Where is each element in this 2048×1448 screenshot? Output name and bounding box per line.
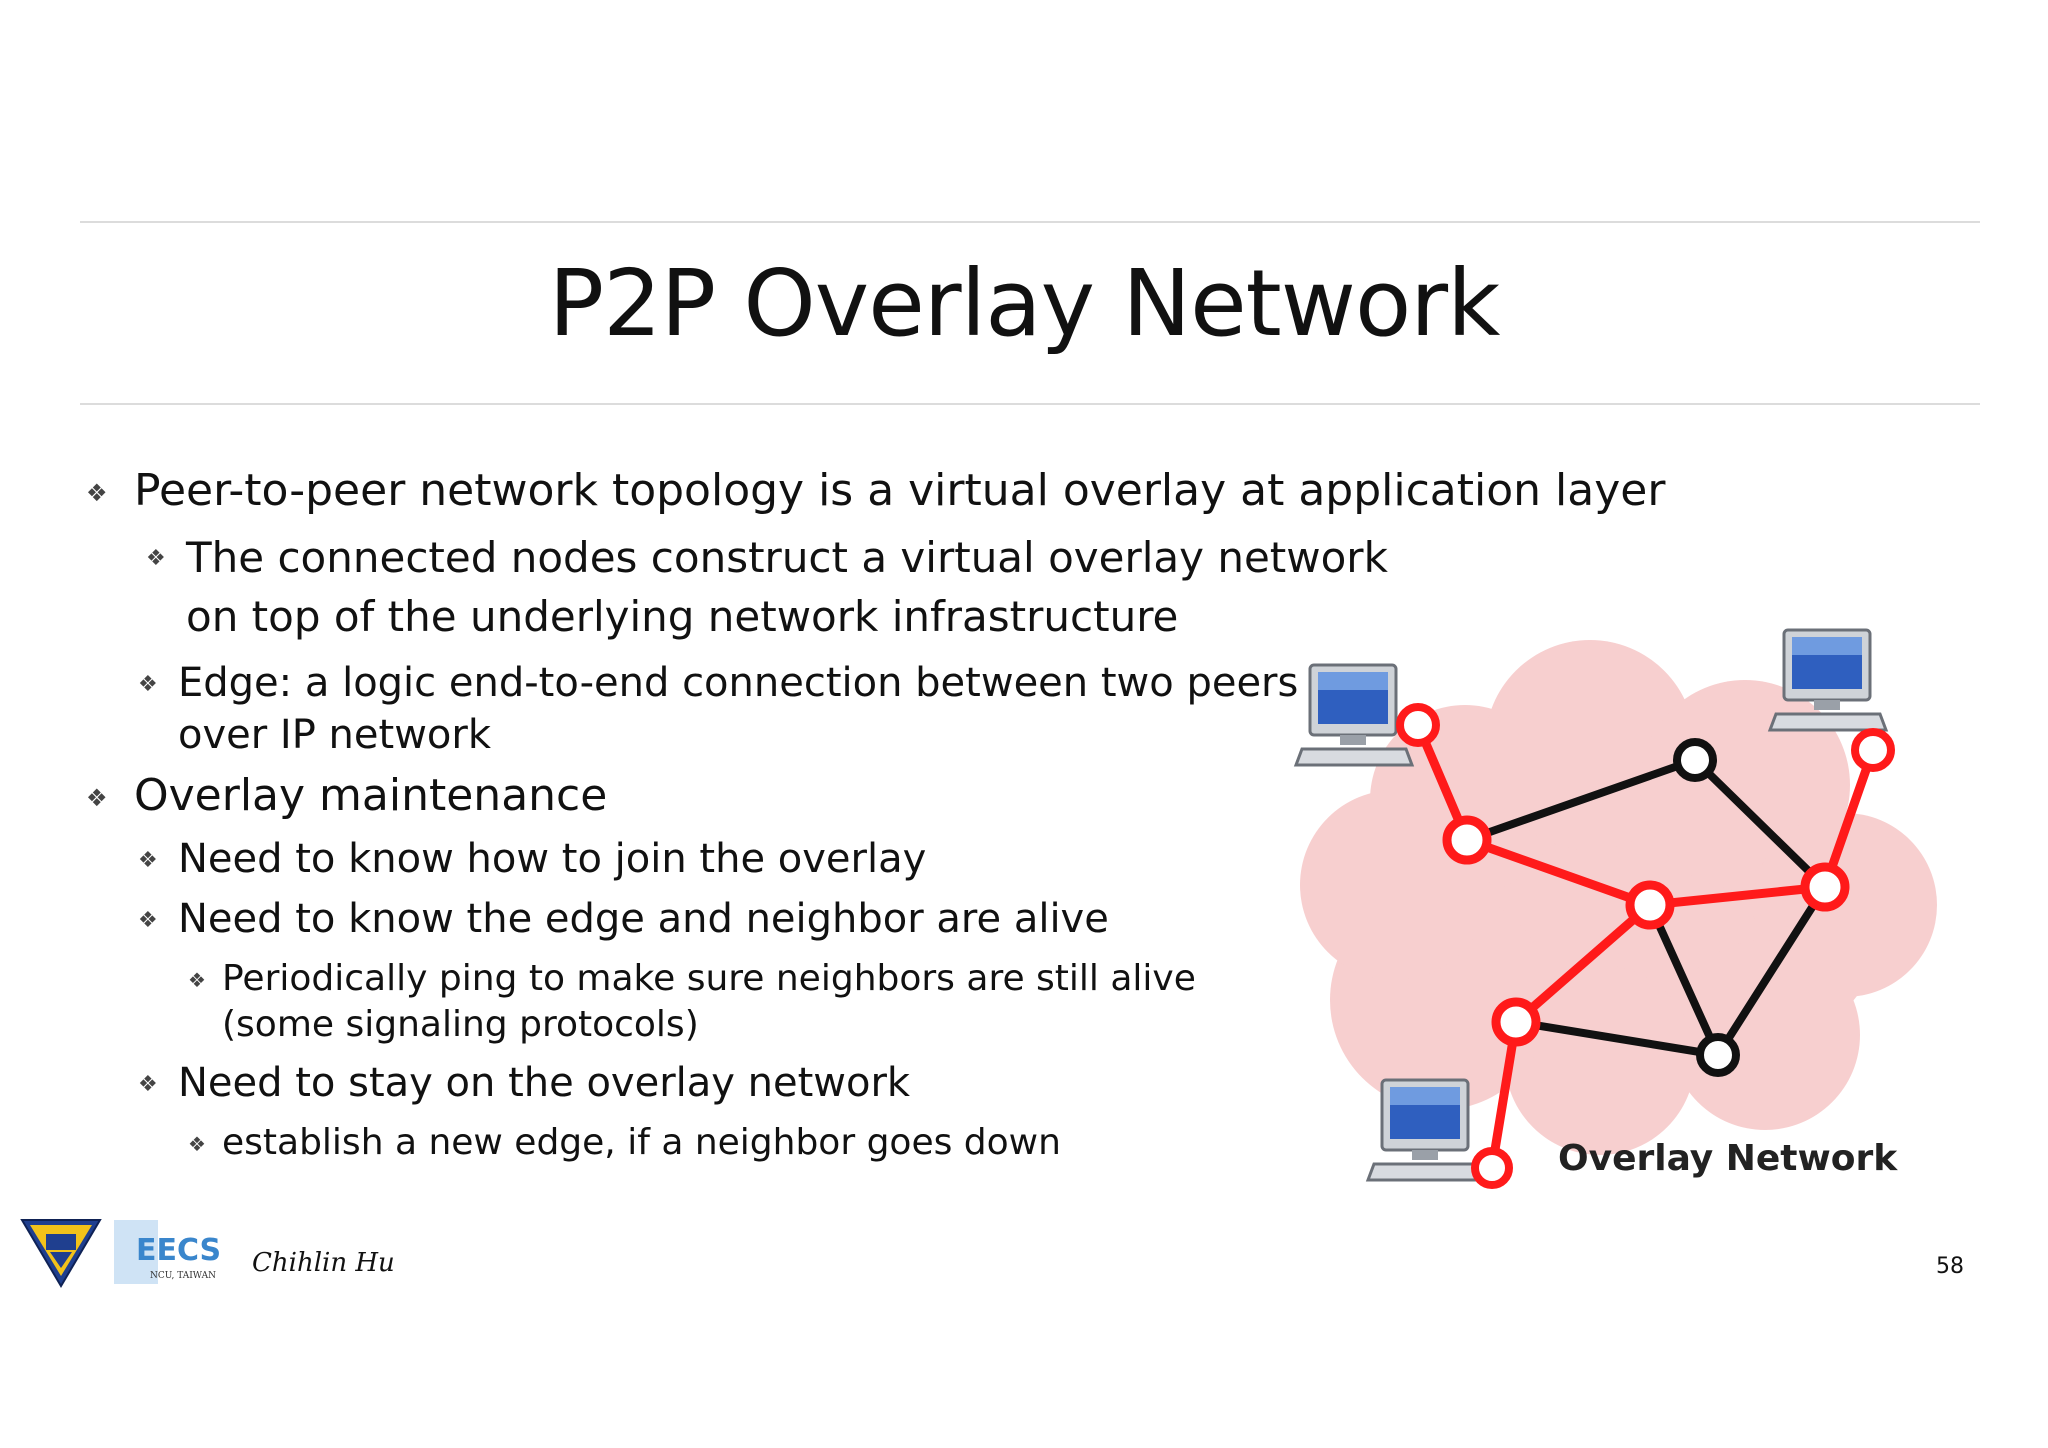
diagram-label: Overlay Network [1558, 1138, 1898, 1179]
bullet-text: Peer-to-peer network topology is a virtu… [134, 465, 1666, 516]
bullet-diamond-icon: ❖ [138, 1072, 158, 1097]
bullet-diamond-icon: ❖ [86, 784, 108, 812]
cloud-shape [1300, 640, 1937, 1155]
edge [1645, 882, 1830, 910]
computer-icon [1767, 628, 1889, 732]
red-node [1396, 703, 1440, 747]
bullet-text: Need to know the edge and neighbor are a… [178, 896, 1109, 942]
computer-icon [1365, 1078, 1487, 1182]
bullet-diamond-icon: ❖ [146, 546, 166, 571]
black-edges [1463, 756, 1829, 1059]
eecs-logo-subtext: NCU, TAIWAN [150, 1271, 216, 1281]
bullet-text: Need to stay on the overlay network [178, 1060, 911, 1106]
bullet-item: ❖ Need to know the edge and neighbor are… [138, 896, 1109, 942]
eecs-logo: EECS NCU, TAIWAN [114, 1220, 221, 1284]
bullet-text: Overlay maintenance [134, 770, 608, 821]
university-shield-logo [20, 1219, 102, 1288]
bullet-diamond-icon: ❖ [138, 672, 158, 697]
footer-author: Chihlin Hu [252, 1248, 395, 1278]
red-node [1800, 862, 1850, 912]
bullet-continuation: on top of the underlying network infrast… [186, 592, 1179, 641]
edge [1511, 900, 1655, 1027]
bullet-continuation: (some signaling protocols) [222, 1004, 699, 1045]
bullet-continuation: over IP network [178, 712, 491, 758]
bullet-text: The connected nodes construct a virtual … [186, 533, 1388, 582]
slide-title: P2P Overlay Network [548, 250, 1501, 357]
bullet-item: ❖ establish a new edge, if a neighbor go… [188, 1122, 1061, 1163]
black-node [1673, 738, 1717, 782]
computer-icon [1293, 663, 1415, 767]
red-node [1851, 728, 1895, 772]
bullet-item: ❖ Overlay maintenance [86, 770, 608, 821]
eecs-logo-text: EECS [136, 1233, 221, 1268]
red-node [1491, 997, 1541, 1047]
edge [1512, 1018, 1722, 1059]
title-bottom-rule [80, 403, 1980, 405]
bullet-item: ❖ Need to know how to join the overlay [138, 836, 927, 882]
title-top-rule [80, 221, 1980, 223]
black-node [1696, 1033, 1740, 1077]
bullet-text: Periodically ping to make sure neighbors… [222, 958, 1196, 999]
nodes [1396, 703, 1895, 1189]
bullet-diamond-icon: ❖ [188, 1132, 206, 1156]
overlay-network-diagram: Overlay Network [1293, 628, 1937, 1189]
red-node [1471, 1147, 1513, 1189]
bullet-text: establish a new edge, if a neighbor goes… [222, 1122, 1061, 1163]
bullet-diamond-icon: ❖ [86, 479, 108, 507]
bullet-item: ❖ Peer-to-peer network topology is a vir… [86, 465, 1666, 516]
edge [1487, 1017, 1521, 1173]
edge [1646, 901, 1722, 1059]
edge [1714, 883, 1829, 1059]
bullet-diamond-icon: ❖ [138, 848, 158, 873]
bullet-item: ❖ Need to stay on the overlay network [138, 1060, 911, 1106]
bullet-diamond-icon: ❖ [138, 908, 158, 933]
bullet-diamond-icon: ❖ [188, 968, 206, 992]
edge [1463, 756, 1699, 844]
red-node [1625, 880, 1675, 930]
bullet-text: Edge: a logic end-to-end connection betw… [178, 660, 1299, 706]
edge [1462, 835, 1655, 910]
page-number: 58 [1936, 1254, 1964, 1279]
bullet-item: ❖ Edge: a logic end-to-end connection be… [138, 660, 1299, 706]
red-node [1442, 815, 1492, 865]
bullet-item: ❖ The connected nodes construct a virtua… [146, 533, 1388, 582]
bullet-text: Need to know how to join the overlay [178, 836, 927, 882]
edge [1691, 756, 1829, 891]
bullet-item: ❖ Periodically ping to make sure neighbo… [188, 958, 1196, 999]
